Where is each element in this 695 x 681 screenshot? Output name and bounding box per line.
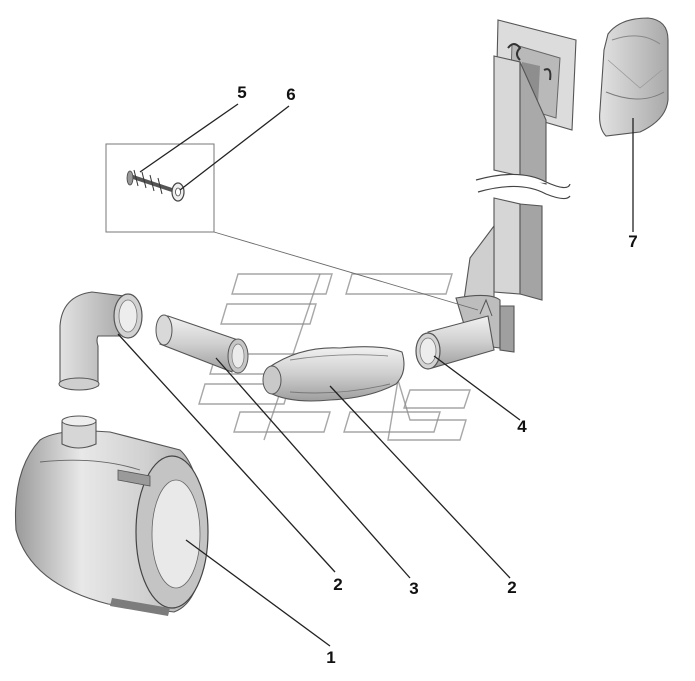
leader-lines	[117, 103, 634, 647]
callout-3: 3	[409, 579, 418, 598]
detail-inset-box	[105, 143, 479, 311]
callout-5: 5	[237, 83, 246, 102]
straight-hose	[155, 314, 249, 374]
elbow-pipe	[58, 291, 143, 391]
callout-4: 4	[517, 417, 527, 436]
callout-7: 7	[628, 232, 637, 251]
intake-duct	[455, 19, 577, 353]
curved-hose	[262, 346, 405, 402]
watermark-logo	[198, 273, 471, 441]
rain-cap	[599, 17, 669, 137]
callout-2-right: 2	[507, 578, 516, 597]
connector-pipe	[415, 298, 495, 370]
air-filter-housing	[14, 415, 209, 616]
callout-6: 6	[286, 85, 295, 104]
callout-2-left: 2	[333, 575, 342, 594]
callout-1: 1	[326, 648, 335, 667]
